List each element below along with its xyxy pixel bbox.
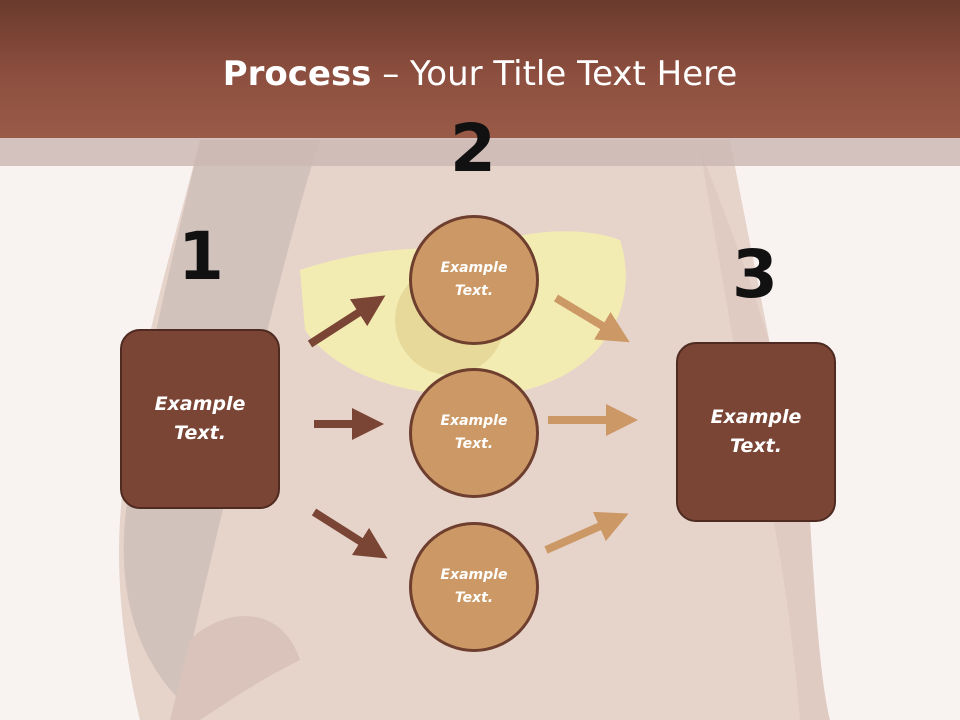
step-3-text-line1: Example xyxy=(710,406,802,428)
circle-bottom-line1: Example xyxy=(440,567,508,583)
step-3-text-line2: Text. xyxy=(730,435,782,457)
step-2-circle-top: Example Text. xyxy=(409,215,539,345)
step-1-text-line1: Example xyxy=(154,393,246,415)
title-sub-band xyxy=(0,138,960,166)
circle-bottom-line2: Text. xyxy=(454,590,494,606)
step-1-text-line2: Text. xyxy=(174,422,226,444)
step-number-3: 3 xyxy=(732,236,778,313)
step-2-circle-bottom: Example Text. xyxy=(409,522,539,652)
circle-top-line2: Text. xyxy=(454,283,494,299)
title-rest: – Your Title Text Here xyxy=(371,54,738,94)
circle-top-line1: Example xyxy=(440,260,508,276)
arrow-bottom-to-right xyxy=(544,511,629,554)
arrow-top-to-right xyxy=(553,294,630,343)
arrow-left-to-top xyxy=(307,295,386,348)
step-2-circle-middle: Example Text. xyxy=(409,368,539,498)
slide-title: Process – Your Title Text Here xyxy=(0,52,960,96)
circle-middle-line2: Text. xyxy=(454,436,494,452)
arrow-left-to-bottom xyxy=(311,508,388,559)
title-bold: Process xyxy=(222,54,372,94)
title-bar xyxy=(0,0,960,138)
step-1-box: Example Text. xyxy=(120,329,280,509)
step-number-1: 1 xyxy=(178,218,224,295)
step-number-2: 2 xyxy=(450,110,496,187)
circle-middle-line1: Example xyxy=(440,413,508,429)
step-3-box: Example Text. xyxy=(676,342,836,522)
